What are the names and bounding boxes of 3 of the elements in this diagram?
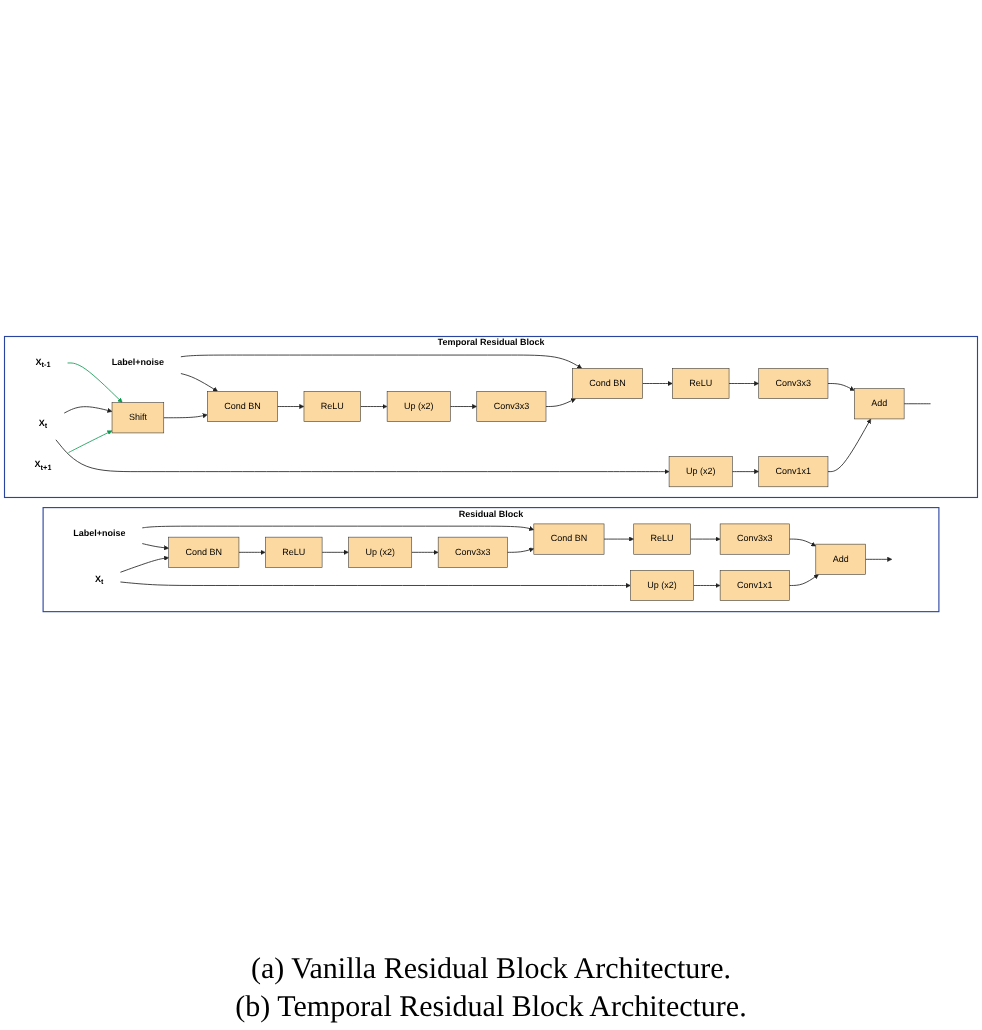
caption: (b) Temporal Residual Block Architecture.: [235, 992, 747, 1026]
connector: [903, 404, 931, 406]
caption: (a) Vanilla Residual Block Architecture.: [248, 954, 734, 988]
